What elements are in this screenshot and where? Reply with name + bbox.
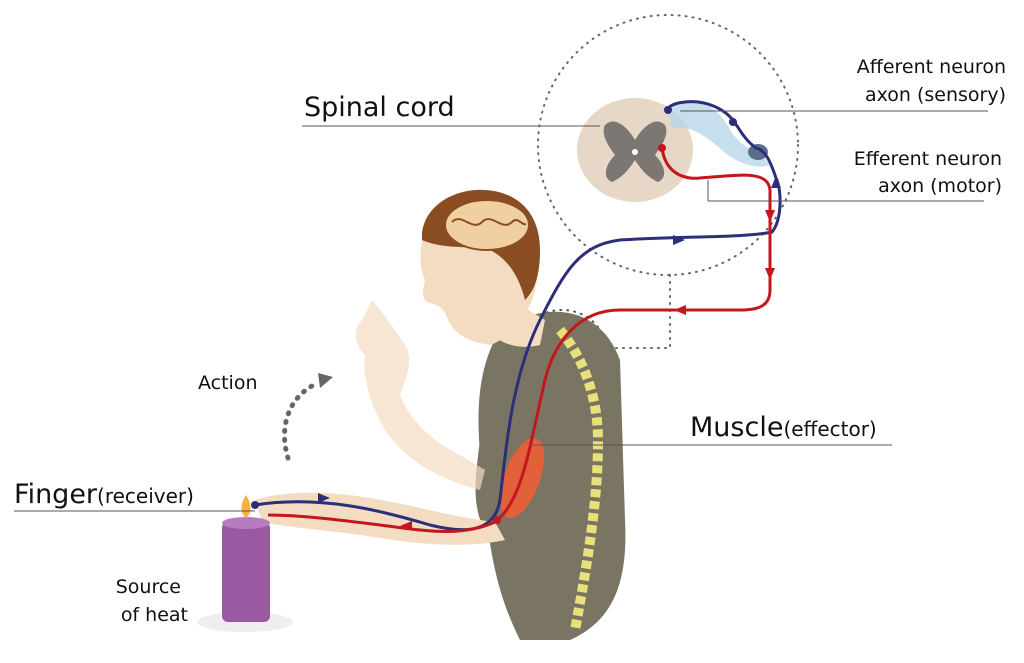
candle [222,522,270,622]
dorsal-root [668,101,770,167]
efferent-arrow-1 [765,210,775,222]
spinal-cord-section [577,98,693,202]
afferent-label-line1: Afferent neuron [856,56,1006,78]
muscle-label-main: Muscle [690,412,784,443]
efferent-arrow-2 [765,268,775,280]
raised-hand [355,300,485,490]
heat-label-line1: Source [115,576,181,598]
muscle-label-sub: (effector) [783,417,877,441]
neck [488,305,545,347]
brain-folds [451,218,527,226]
action-arrowhead [318,373,333,388]
spine [556,326,604,631]
heat-label-line2: of heat [120,604,188,626]
efferent-arrow-4 [400,521,412,531]
brain [444,199,530,251]
ganglion [748,144,768,160]
efferent-origin [658,144,666,152]
magnifier-circle [537,14,799,276]
receptor [251,501,259,509]
spinal-cord-label: Spinal cord [304,92,455,123]
afferent-arrow-1 [318,493,330,503]
finger-label-main: Finger [14,479,98,510]
efferent-pathway [267,147,772,533]
efferent-label-line2: axon (motor) [878,175,1002,197]
muscle-label: Muscle(effector) [690,414,877,441]
finger-label: Finger(receiver) [14,481,194,508]
action-label: Action [198,372,258,394]
efferent-terminal [493,516,501,524]
ganglion-cell [729,118,737,126]
afferent-arrow-3 [771,176,781,188]
efferent-label-line1: Efferent neuron [853,148,1002,170]
action-arrow [282,380,321,461]
efferent-arrow-3 [674,305,686,315]
flame [241,495,251,518]
candle-top [222,517,270,529]
afferent-terminal [664,106,672,114]
finger-label-sub: (receiver) [97,484,194,508]
afferent-label-line2: axon (sensory) [864,84,1006,106]
afferent-arrow-2 [673,235,685,245]
